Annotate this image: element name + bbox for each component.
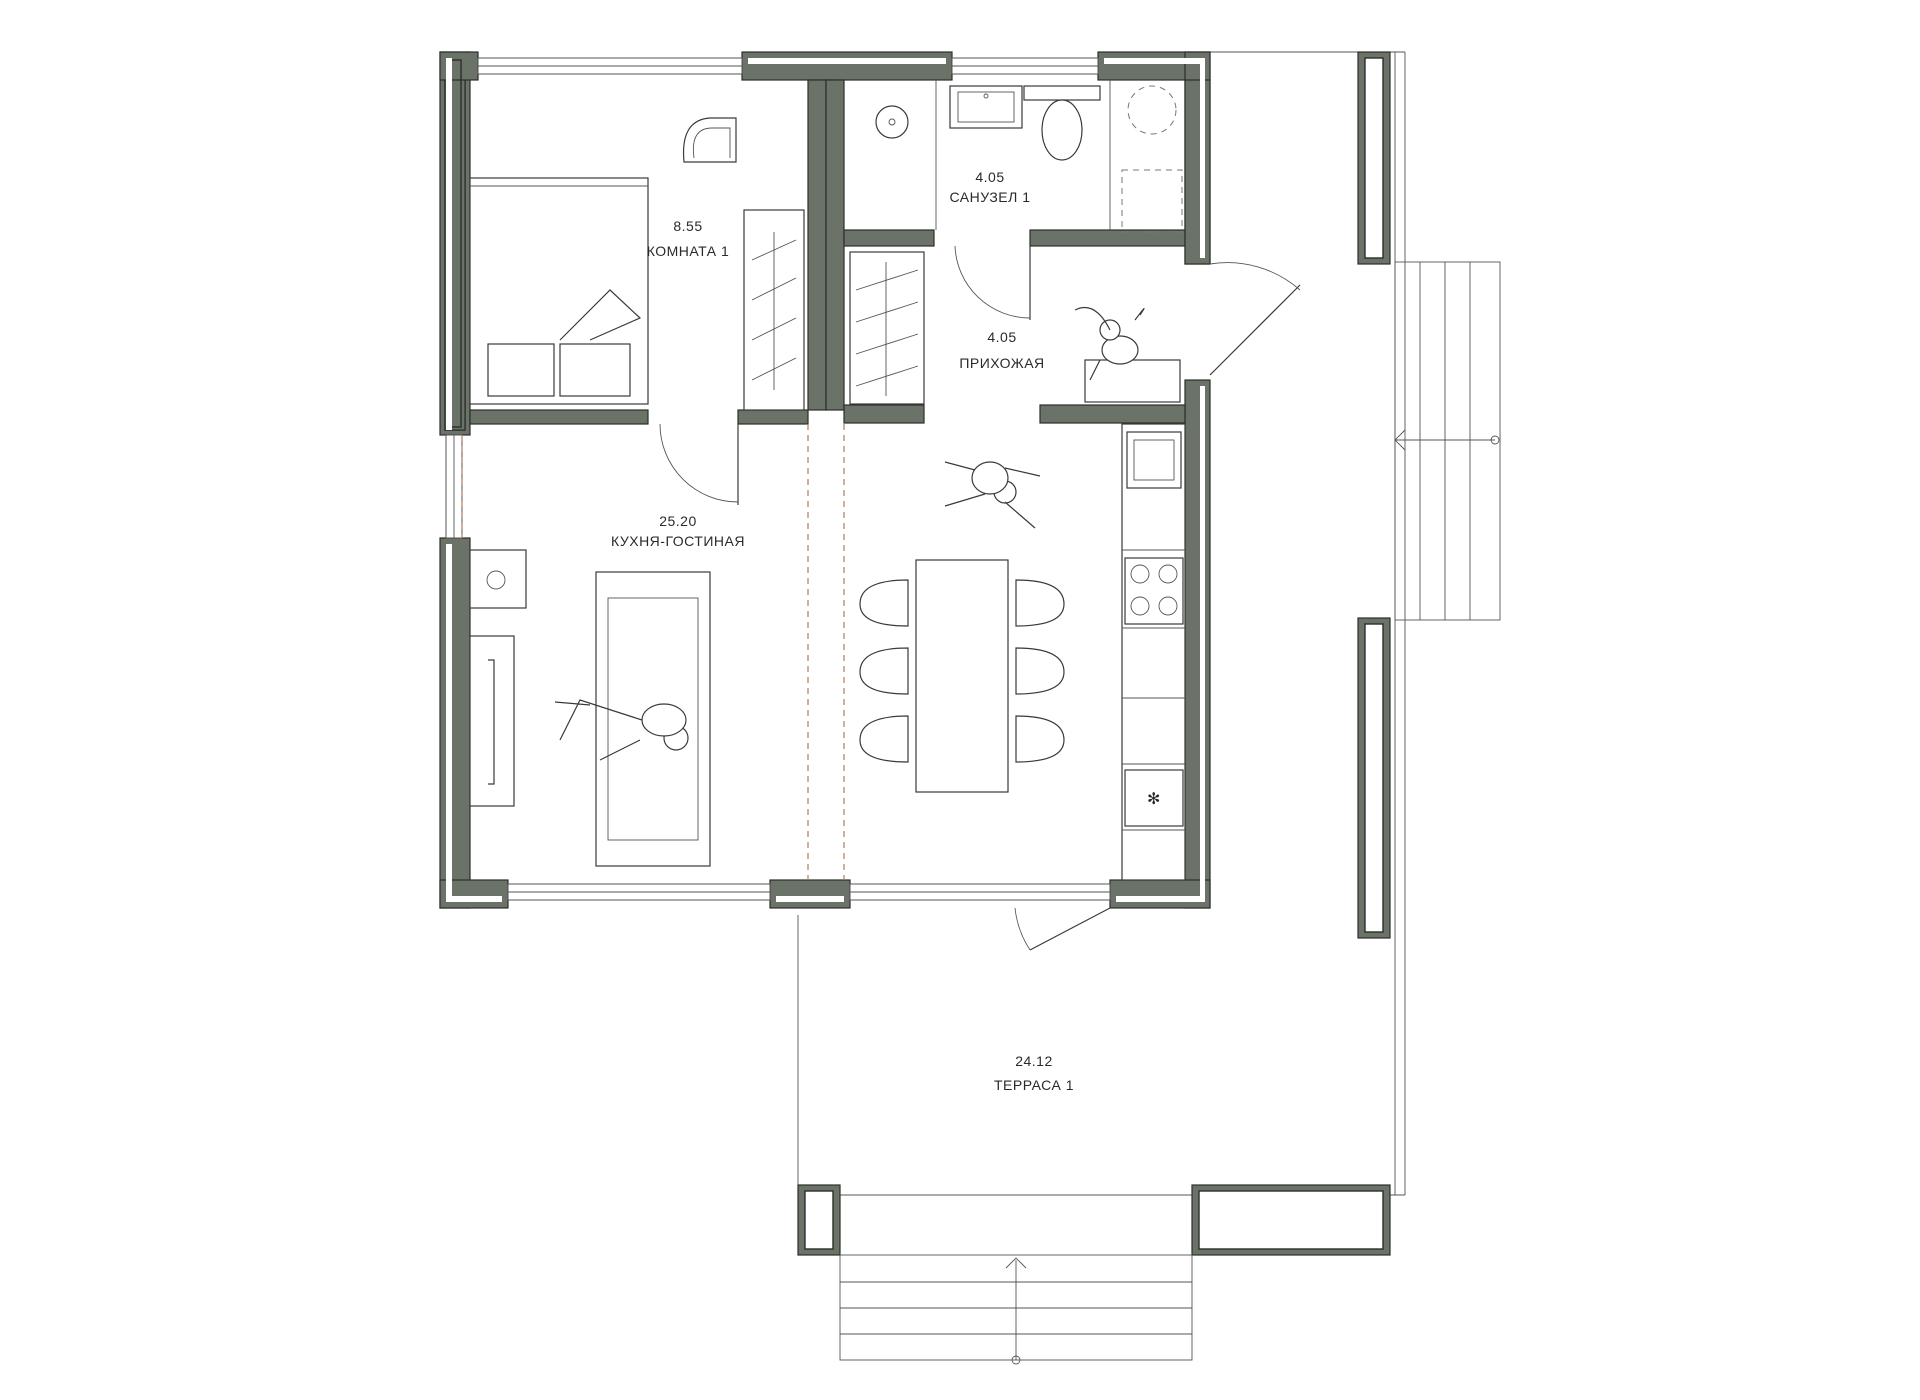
kitchen-sink <box>1126 431 1182 489</box>
label-bedroom: 8.55 КОМНАТА 1 <box>647 218 730 259</box>
dining-chairs <box>859 579 1065 763</box>
label-terrace: 24.12 ТЕРРАСА 1 <box>994 1053 1074 1093</box>
sink <box>949 85 1023 129</box>
living-name: КУХНЯ-ГОСТИНАЯ <box>611 533 745 549</box>
person-living <box>944 461 1041 529</box>
bathroom-area: 4.05 <box>975 169 1004 185</box>
doors <box>659 245 1301 951</box>
terrace-name: ТЕРРАСА 1 <box>994 1077 1074 1093</box>
side-table <box>469 549 527 609</box>
bed <box>469 177 649 405</box>
terrace-posts <box>797 51 1391 1256</box>
wardrobe-hallway <box>849 251 925 405</box>
bedroom-name: КОМНАТА 1 <box>647 243 730 259</box>
front-steps <box>839 1254 1193 1365</box>
chair-bedroom <box>682 117 737 163</box>
svg-text:✻: ✻ <box>1147 791 1161 808</box>
toilet <box>1023 85 1101 161</box>
label-bathroom: 4.05 САНУЗЕЛ 1 <box>950 169 1031 205</box>
tv-unit <box>469 635 515 807</box>
label-hallway: 4.05 ПРИХОЖАЯ <box>959 329 1044 371</box>
zone-dividers <box>461 424 845 880</box>
person-hallway <box>1074 306 1145 381</box>
living-area: 25.20 <box>659 513 697 529</box>
side-steps <box>1394 261 1501 621</box>
bedroom-area: 8.55 <box>673 218 702 234</box>
wall-inner-stripes <box>446 58 1205 902</box>
label-living: 25.20 КУХНЯ-ГОСТИНАЯ <box>611 513 745 549</box>
washer-area <box>1109 80 1183 233</box>
cooktop <box>1124 557 1184 625</box>
windows <box>445 57 1111 901</box>
hallway-name: ПРИХОЖАЯ <box>959 355 1044 371</box>
wardrobe-bedroom <box>743 209 805 411</box>
bathroom-name: САНУЗЕЛ 1 <box>950 189 1031 205</box>
hallway-area: 4.05 <box>987 329 1016 345</box>
person-sofa <box>554 699 689 761</box>
fridge: ✻ <box>1124 769 1184 827</box>
interior-walls <box>469 79 1211 425</box>
terrace-area: 24.12 <box>1015 1053 1053 1069</box>
dining-table <box>915 559 1009 793</box>
terrace-outline <box>797 51 1406 1196</box>
shower <box>875 80 937 230</box>
bench-hallway <box>1084 359 1181 403</box>
